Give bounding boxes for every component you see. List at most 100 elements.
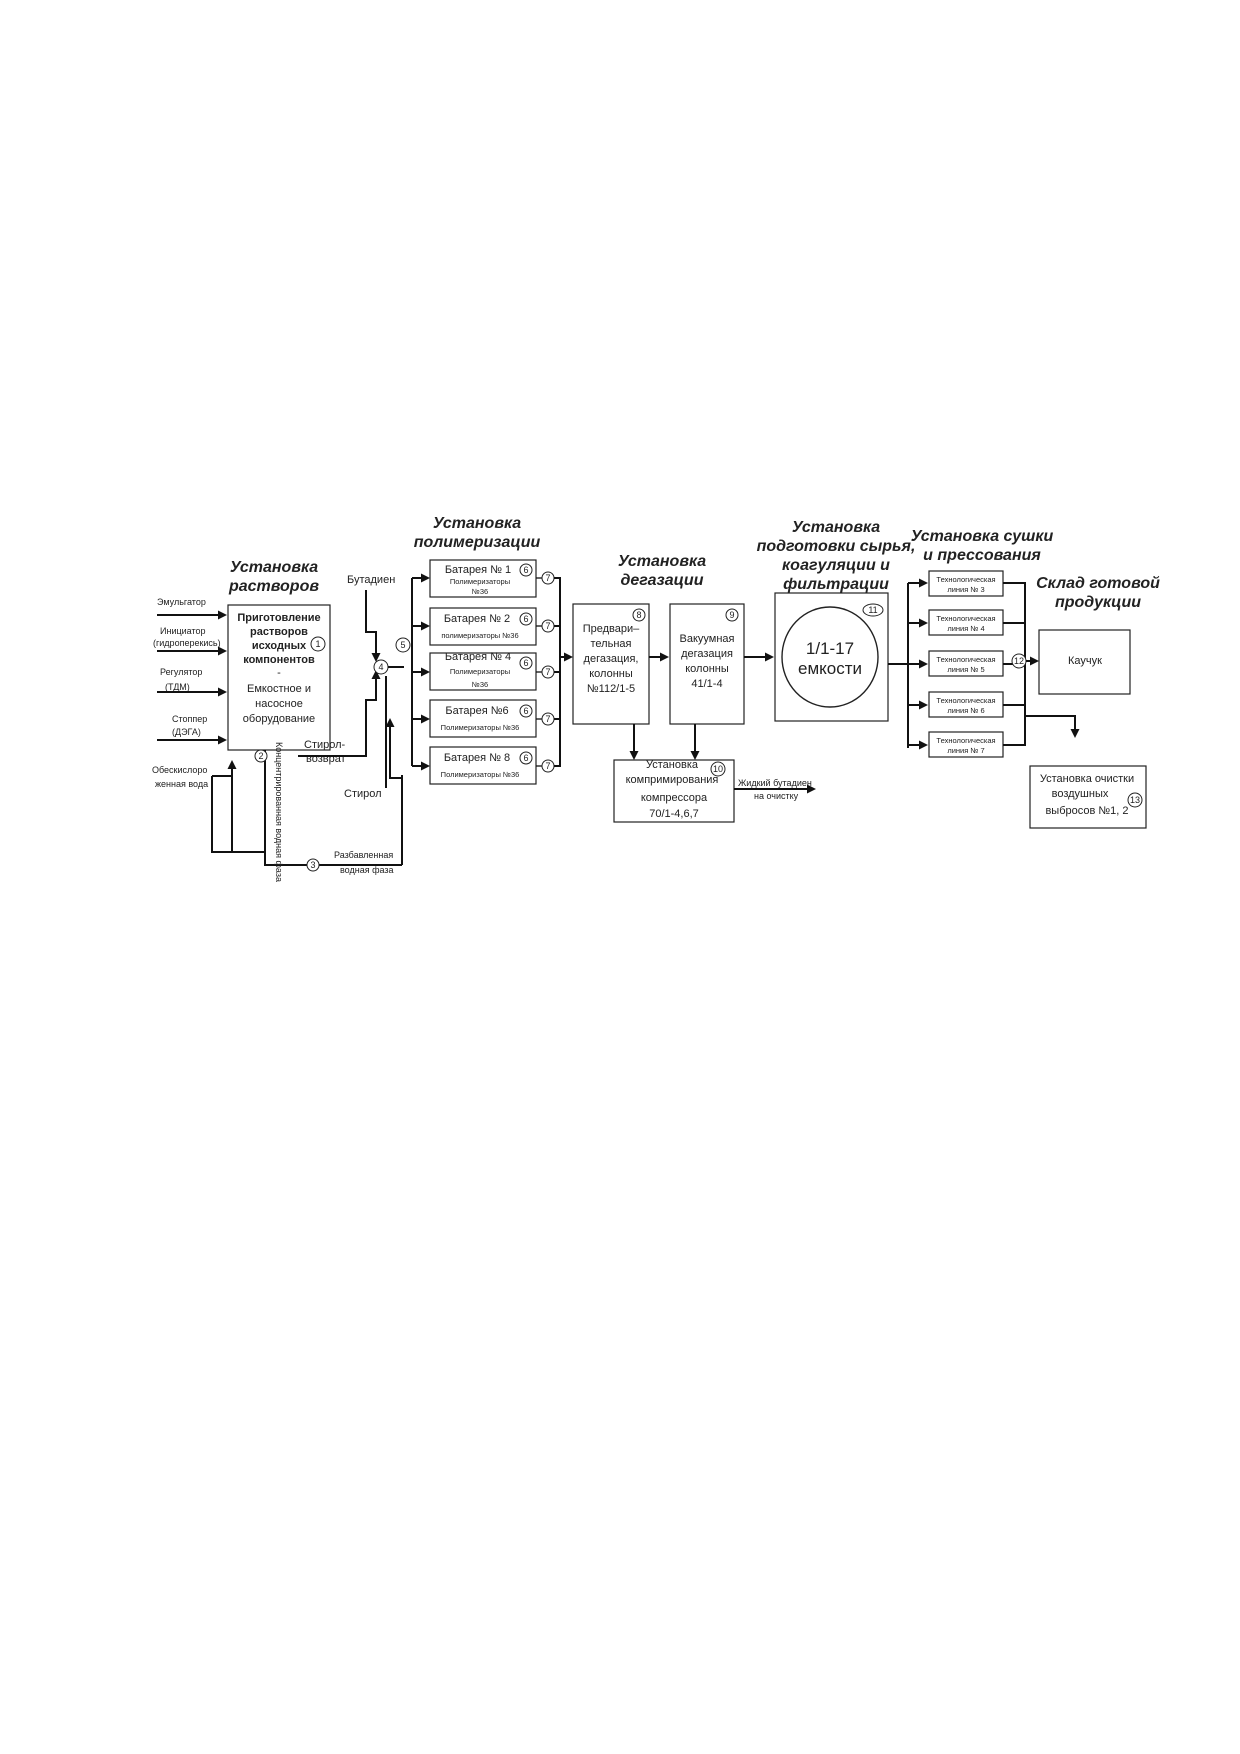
svg-text:Жидкий бутадиен: Жидкий бутадиен (738, 778, 812, 788)
svg-text:Каучук: Каучук (1068, 655, 1102, 667)
svg-text:13: 13 (1130, 795, 1140, 805)
svg-text:Вакуумная: Вакуумная (680, 633, 735, 645)
drying-distributor (907, 578, 928, 750)
tech-line-6: Технологическая линия № 6 (928, 691, 1004, 718)
svg-text:(ДЭГА): (ДЭГА) (172, 727, 201, 737)
svg-text:6: 6 (523, 565, 528, 575)
tech-line-4: Технологическая линия № 4 (928, 609, 1004, 636)
svg-text:70/1-4,6,7: 70/1-4,6,7 (649, 808, 699, 820)
svg-text:2: 2 (258, 751, 263, 761)
svg-text:Технологическая: Технологическая (936, 736, 995, 745)
svg-text:Установка: Установка (792, 519, 880, 536)
svg-text:7: 7 (545, 573, 550, 583)
svg-text:линия № 4: линия № 4 (947, 624, 984, 633)
svg-text:6: 6 (523, 706, 528, 716)
svg-text:6: 6 (523, 614, 528, 624)
svg-text:7: 7 (545, 714, 550, 724)
monomer-streams: Бутадиен Стирол- возврат Стирол 4 5 (298, 574, 411, 800)
battery-6: Батарея №6 Полимеризаторы №36 6 (429, 699, 537, 738)
svg-text:емкости: емкости (798, 659, 862, 678)
svg-text:Батарея № 2: Батарея № 2 (444, 613, 510, 625)
svg-text:5: 5 (400, 640, 405, 650)
svg-text:-: - (277, 667, 281, 679)
svg-text:Технологическая: Технологическая (936, 696, 995, 705)
svg-text:оборудование: оборудование (243, 713, 315, 725)
svg-text:№112/1-5: №112/1-5 (587, 683, 635, 695)
svg-text:Установка: Установка (646, 759, 699, 771)
header-drying: Установка сушки и прессования (911, 528, 1054, 564)
tanks-box: 1/1-17 емкости 11 (774, 592, 889, 722)
tech-line-3: Технологическая линия № 3 (928, 570, 1004, 597)
svg-text:3: 3 (310, 860, 315, 870)
svg-text:Полимеризаторы: Полимеризаторы (450, 577, 510, 586)
header-warehouse: Склад готовой продукции (1036, 575, 1160, 611)
svg-text:линия № 3: линия № 3 (947, 585, 984, 594)
svg-text:продукции: продукции (1055, 594, 1141, 611)
svg-text:11: 11 (868, 605, 877, 615)
svg-text:линия № 6: линия № 6 (947, 706, 984, 715)
svg-text:7: 7 (545, 761, 550, 771)
svg-text:Склад готовой: Склад готовой (1036, 575, 1160, 592)
svg-text:Батарея №6: Батарея №6 (445, 705, 508, 717)
svg-text:на очистку: на очистку (754, 791, 799, 801)
battery-distributor (411, 573, 430, 771)
svg-text:12: 12 (1014, 656, 1024, 666)
svg-text:полимеризации: полимеризации (414, 534, 541, 551)
svg-text:Разбавленная: Разбавленная (334, 850, 393, 860)
svg-text:Технологическая: Технологическая (936, 575, 995, 584)
svg-text:дегазации: дегазации (621, 572, 704, 589)
svg-text:6: 6 (523, 658, 528, 668)
butadiene-label: Бутадиен (347, 574, 395, 586)
svg-text:Батарея № 1: Батарея № 1 (445, 564, 511, 576)
vacuum-degassing-box: Вакуумная дегазация колонны 41/1-4 9 (669, 603, 745, 725)
svg-text:Установка: Установка (618, 553, 706, 570)
svg-text:7: 7 (545, 667, 550, 677)
svg-text:8: 8 (636, 610, 641, 620)
svg-text:7: 7 (545, 621, 550, 631)
svg-text:Установка сушки: Установка сушки (911, 528, 1054, 545)
svg-text:возврат: возврат (306, 753, 346, 765)
svg-text:(ТДМ): (ТДМ) (165, 682, 190, 692)
pre-degassing-box: Предвари– тельная дегазация, колонны №11… (572, 603, 650, 725)
svg-text:исходных: исходных (252, 640, 307, 652)
svg-text:выбросов №1, 2: выбросов №1, 2 (1045, 805, 1128, 817)
svg-text:дегазация: дегазация (681, 648, 733, 660)
svg-text:6: 6 (523, 753, 528, 763)
svg-text:колонны: колонны (685, 663, 729, 675)
svg-text:№36: №36 (472, 587, 488, 596)
svg-text:1/1-17: 1/1-17 (806, 639, 854, 658)
compressor-box: Установка компримирования компрессора 70… (613, 724, 816, 823)
svg-text:Предвари–: Предвари– (583, 623, 640, 635)
svg-text:полимеризаторы №36: полимеризаторы №36 (441, 631, 518, 640)
drying-collector: 12 (1003, 582, 1080, 746)
svg-text:Обескислоро: Обескислоро (152, 765, 207, 775)
concentrated-phase-label: Концентрированная водная фаза (274, 742, 284, 882)
battery-8: Батарея № 8 Полимеризаторы №36 6 (429, 746, 537, 785)
svg-text:Стоппер: Стоппер (172, 714, 207, 724)
battery-collector: 7 7 7 7 7 (536, 571, 573, 773)
svg-text:Установка: Установка (230, 559, 318, 576)
svg-text:№36: №36 (472, 680, 488, 689)
svg-text:водная фаза: водная фаза (340, 865, 394, 875)
svg-text:Емкостное и: Емкостное и (247, 683, 311, 695)
svg-text:Инициатор: Инициатор (160, 626, 206, 636)
tech-line-5: Технологическая линия № 5 (928, 650, 1004, 677)
svg-text:Установка очистки: Установка очистки (1040, 773, 1134, 785)
svg-text:линия № 5: линия № 5 (947, 665, 984, 674)
svg-text:воздушных: воздушных (1052, 788, 1109, 800)
input-labels: Эмульгатор Инициатор (гидроперекись) Рег… (152, 597, 221, 789)
solutions-box: Приготовление растворов исходных компоне… (227, 604, 331, 751)
svg-text:колонны: колонны (589, 668, 633, 680)
svg-text:Батарея № 8: Батарея № 8 (444, 752, 510, 764)
svg-text:(гидроперекись): (гидроперекись) (153, 638, 221, 648)
svg-text:и прессования: и прессования (923, 547, 1041, 564)
rubber-box: Каучук (1038, 629, 1131, 695)
tech-line-7: Технологическая линия № 7 (928, 731, 1004, 758)
styrene-label: Стирол (344, 788, 382, 800)
svg-text:растворов: растворов (228, 578, 319, 595)
svg-text:компонентов: компонентов (243, 654, 315, 666)
svg-text:Полимеризаторы: Полимеризаторы (450, 667, 510, 676)
battery-4: Батарея № 4 Полимеризаторы №36 6 (429, 651, 537, 691)
svg-text:Полимеризаторы №36: Полимеризаторы №36 (441, 723, 520, 732)
